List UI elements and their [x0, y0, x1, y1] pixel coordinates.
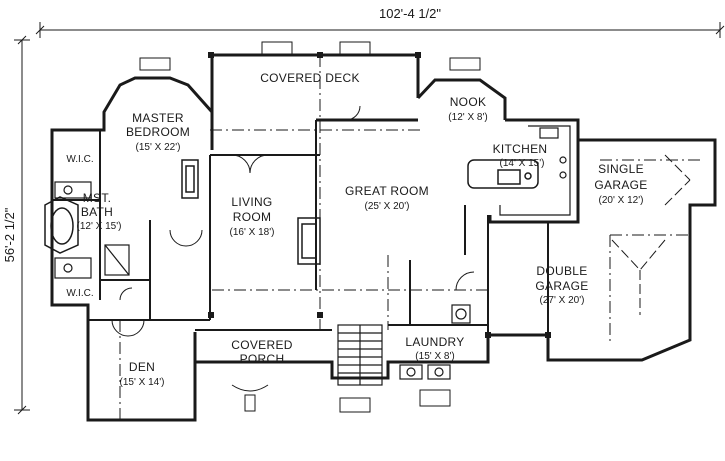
den-label: DEN — [129, 360, 155, 374]
covered-porch-label-1: COVERED — [231, 338, 292, 352]
laundry-size: (15' X 8') — [415, 351, 454, 362]
double-garage-label-1: DOUBLE — [536, 264, 587, 278]
mst-bath-size: (12' X 15') — [77, 221, 122, 232]
nook-size: (12' X 8') — [448, 112, 487, 123]
kitchen-island — [467, 159, 539, 189]
kitchen-counters — [499, 125, 571, 216]
wic-bottom-label: W.I.C. — [66, 288, 93, 299]
laundry-label: LAUNDRY — [405, 335, 464, 349]
kitchen-label: KITCHEN — [493, 142, 548, 156]
great-room-size: (25' X 20') — [365, 201, 410, 212]
interior-walls — [52, 120, 549, 335]
garage-hip-lines — [611, 154, 691, 315]
single-garage-label-1: SINGLE — [598, 162, 644, 176]
dashed-beam-lines — [119, 55, 700, 420]
master-bedroom-size: (15' X 22') — [136, 142, 181, 153]
nook-label: NOOK — [450, 95, 487, 109]
covered-deck-label: COVERED DECK — [260, 71, 360, 85]
master-bedroom-label-1: MASTER — [132, 111, 184, 125]
columns — [208, 52, 551, 338]
bath-tub — [44, 196, 79, 254]
overall-width-dimension — [35, 22, 725, 38]
den-size: (15' X 14') — [120, 377, 165, 388]
master-bedroom-label-2: BEDROOM — [126, 125, 190, 139]
fireplace-living — [297, 217, 321, 265]
double-garage-label-2: GARAGE — [535, 279, 588, 293]
living-room-label-1: LIVING — [231, 195, 272, 209]
single-garage-size: (20' X 12') — [599, 195, 644, 206]
living-room-label-2: ROOM — [233, 210, 272, 224]
door-swings — [111, 105, 475, 337]
laundry-fixtures — [399, 304, 471, 380]
double-garage-size: (27' X 20') — [540, 295, 585, 306]
shower — [104, 244, 130, 276]
stairs — [337, 324, 383, 386]
covered-porch-label-2: PORCH — [240, 352, 285, 366]
living-room-size: (16' X 18') — [230, 227, 275, 238]
kitchen-size: (14' X 15') — [500, 158, 545, 169]
patio-furniture — [139, 41, 481, 413]
single-garage-label-2: GARAGE — [594, 178, 647, 192]
bath-vanity — [54, 181, 92, 279]
overall-depth-label: 56'-2 1/2" — [2, 207, 17, 262]
great-room-label: GREAT ROOM — [345, 184, 429, 198]
overall-width-label: 102'-4 1/2" — [379, 6, 441, 21]
overall-depth-dimension — [14, 35, 30, 415]
mst-bath-label-2: BATH — [81, 205, 113, 219]
wic-top-label: W.I.C. — [66, 154, 93, 165]
mst-bath-label-1: MST. — [83, 191, 112, 205]
fireplace-master — [181, 159, 199, 199]
